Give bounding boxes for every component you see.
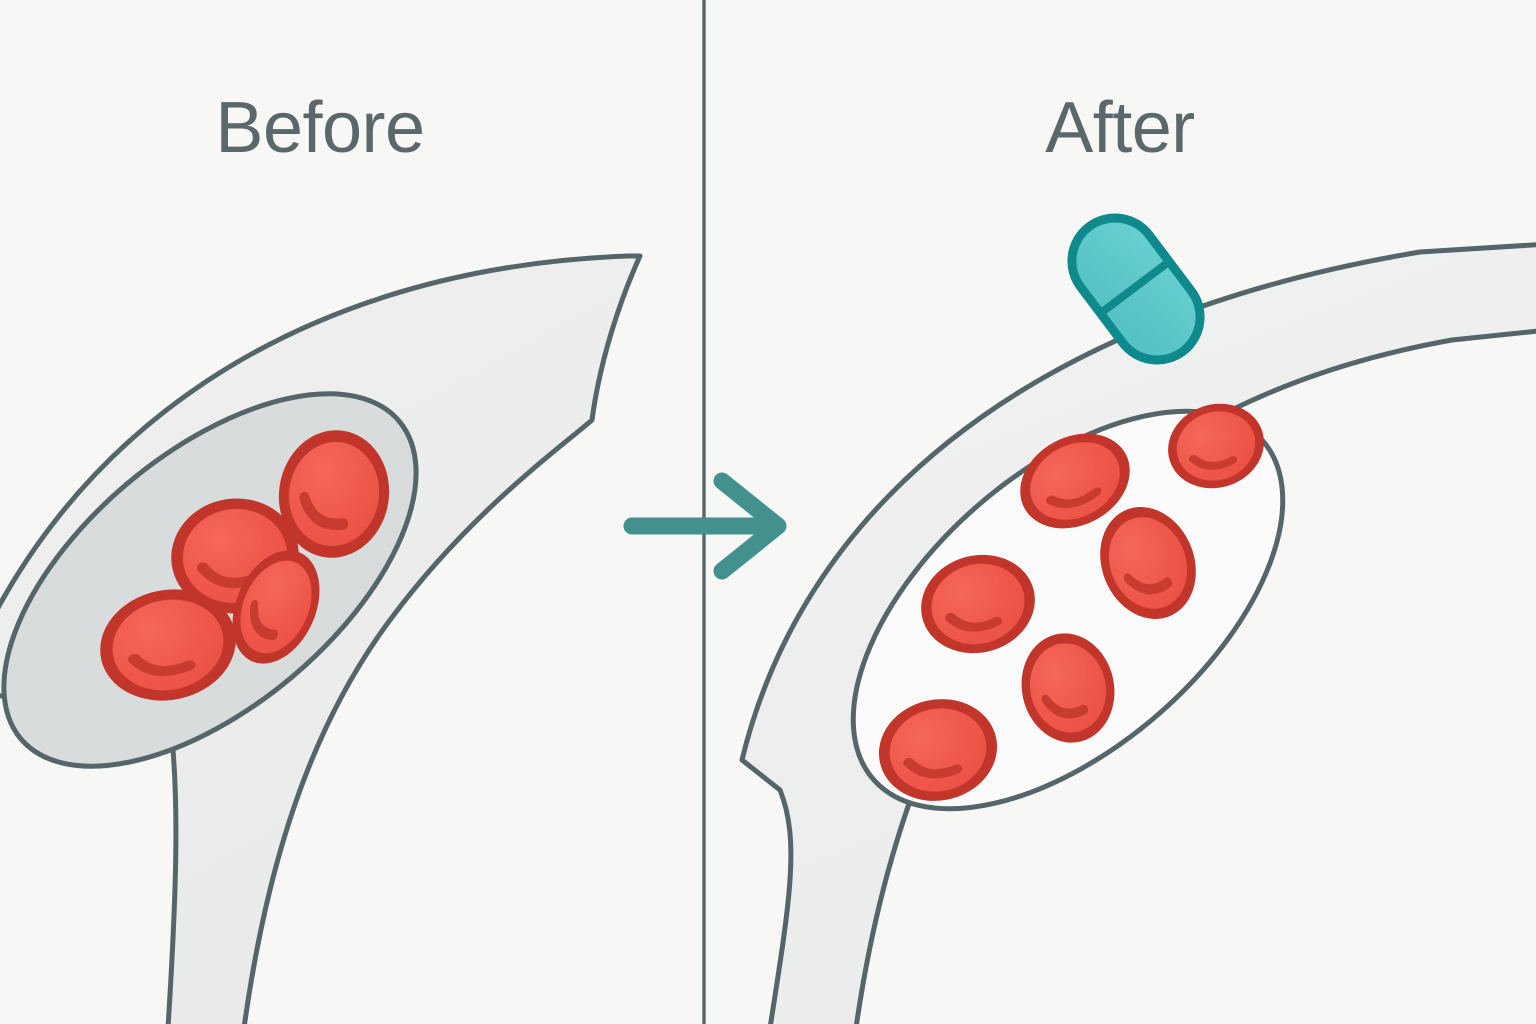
before-vessel-group	[0, 253, 643, 1024]
transition-arrow-icon	[623, 472, 787, 580]
after-vessel-group	[739, 213, 1536, 1024]
medication-capsule-icon	[1067, 213, 1205, 365]
panel-label-before: Before	[215, 88, 425, 168]
panel-label-after: After	[1045, 88, 1195, 168]
